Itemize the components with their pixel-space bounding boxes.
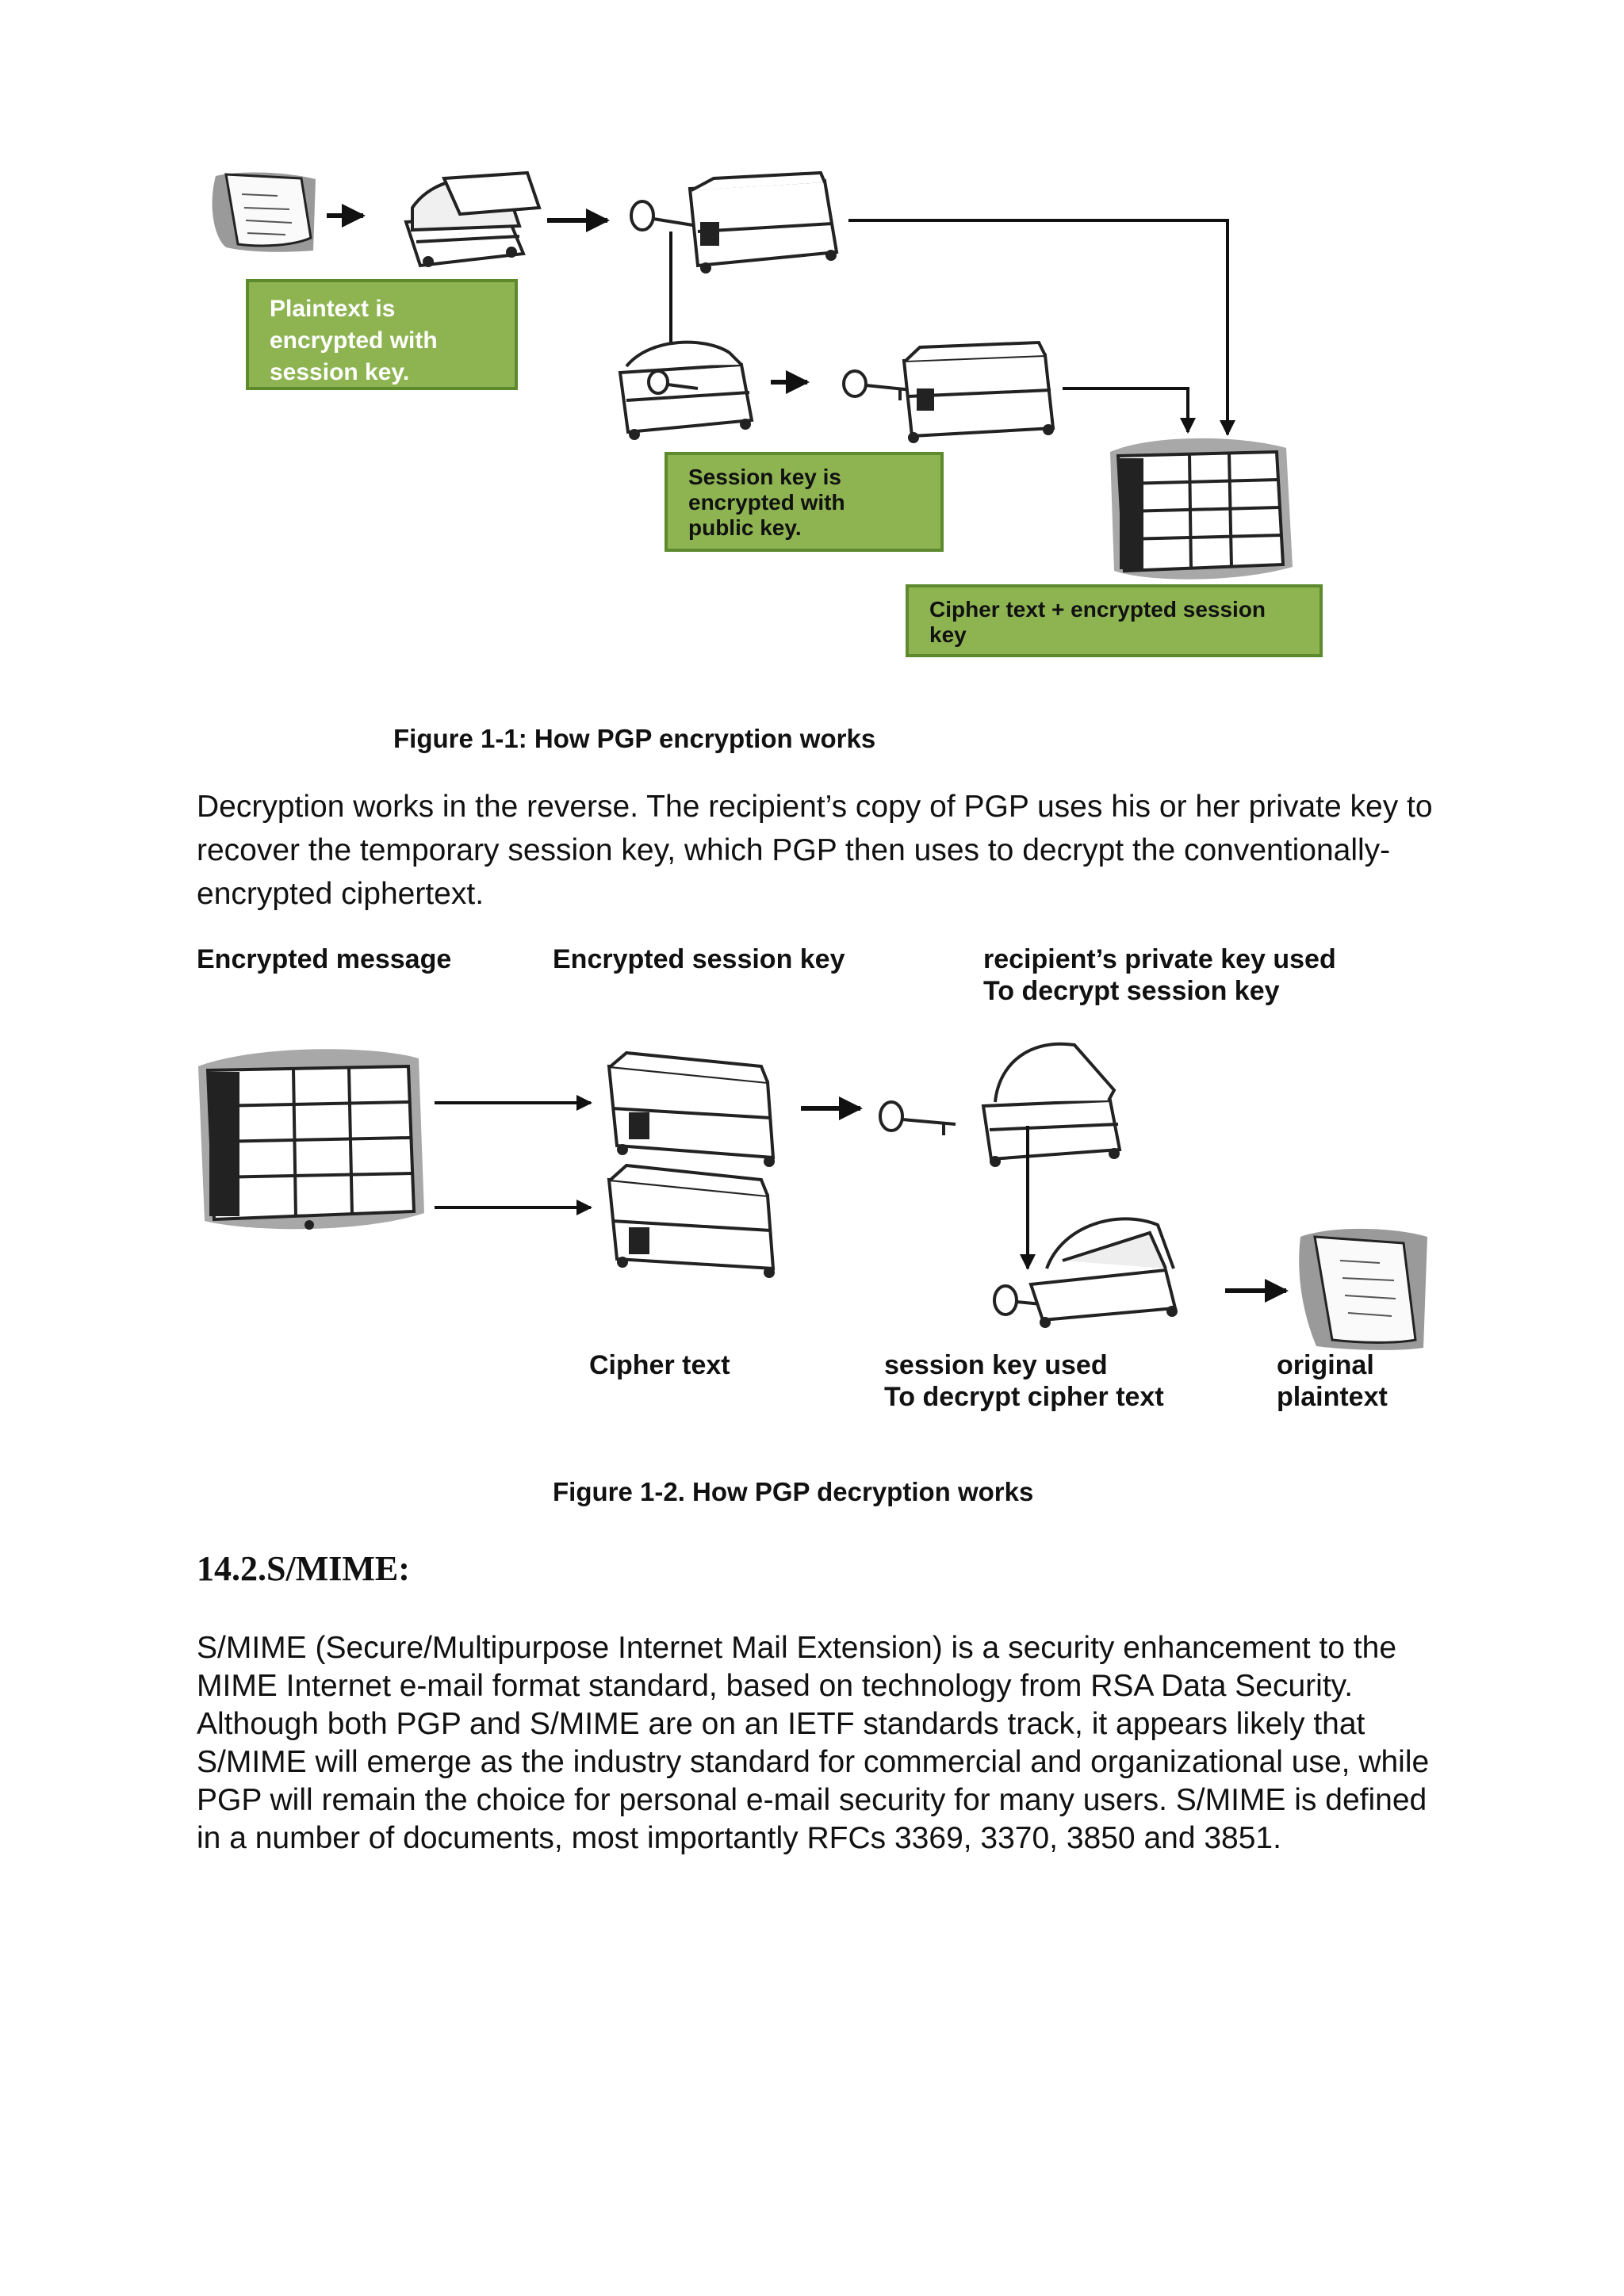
section-heading-smime: 14.2.S/MIME: xyxy=(197,1549,410,1588)
smime-paragraph: S/MIME (Secure/Multipurpose Internet Mai… xyxy=(197,1631,1430,1855)
label-session-key-used: session key used To decrypt cipher text xyxy=(884,1350,1164,1412)
session-key-and-open-suitcase-icon xyxy=(993,1217,1178,1328)
decryption-paragraph: Decryption works in the reverse. The rec… xyxy=(197,790,1433,911)
key-and-locked-suitcase-icon xyxy=(630,170,839,274)
private-key-and-open-suitcase-icon xyxy=(879,1042,1122,1167)
ciphertext-bundle-label: Cipher text + encrypted session key xyxy=(929,597,1266,647)
figure-pgp-encryption-diagram xyxy=(212,170,1293,580)
label-cipher-text: Cipher text xyxy=(589,1350,730,1380)
locked-session-key-suitcase-icon xyxy=(607,1050,776,1167)
label-private-key-used: recipient’s private key used To decrypt … xyxy=(983,944,1336,1006)
figure-2-caption: Figure 1-2. How PGP decryption works xyxy=(553,1477,1034,1506)
plaintext-encrypted-label: Plaintext is encrypted with session key. xyxy=(270,296,438,385)
label-encrypted-message: Encrypted message xyxy=(197,944,452,974)
session-key-encrypted-box: Session key is encrypted with public key… xyxy=(665,452,944,552)
session-key-encrypted-label: Session key is encrypted with public key… xyxy=(688,465,845,540)
ciphertext-bundle-box: Cipher text + encrypted session key xyxy=(906,584,1323,657)
plaintext-encrypted-box: Plaintext is encrypted with session key. xyxy=(246,279,518,390)
arrow xyxy=(848,219,1235,436)
locked-ciphertext-suitcase-icon xyxy=(607,1163,776,1278)
original-plaintext-document-icon xyxy=(1299,1228,1427,1350)
label-encrypted-session-key: Encrypted session key xyxy=(553,944,845,974)
plaintext-document-icon xyxy=(212,172,316,252)
encrypted-message-package-icon xyxy=(198,1049,424,1230)
public-key-and-locked-suitcase-icon xyxy=(842,340,1055,443)
open-suitcase-with-message-icon xyxy=(404,170,542,268)
figure-pgp-decryption-diagram xyxy=(198,1042,1427,1350)
arrow xyxy=(1063,387,1196,434)
label-original-plaintext: original plaintext xyxy=(1277,1350,1388,1412)
figure-1-caption: Figure 1-1: How PGP encryption works xyxy=(393,724,876,753)
open-suitcase-with-session-key-icon xyxy=(618,340,754,440)
bundled-ciphertext-package-icon xyxy=(1110,438,1293,580)
